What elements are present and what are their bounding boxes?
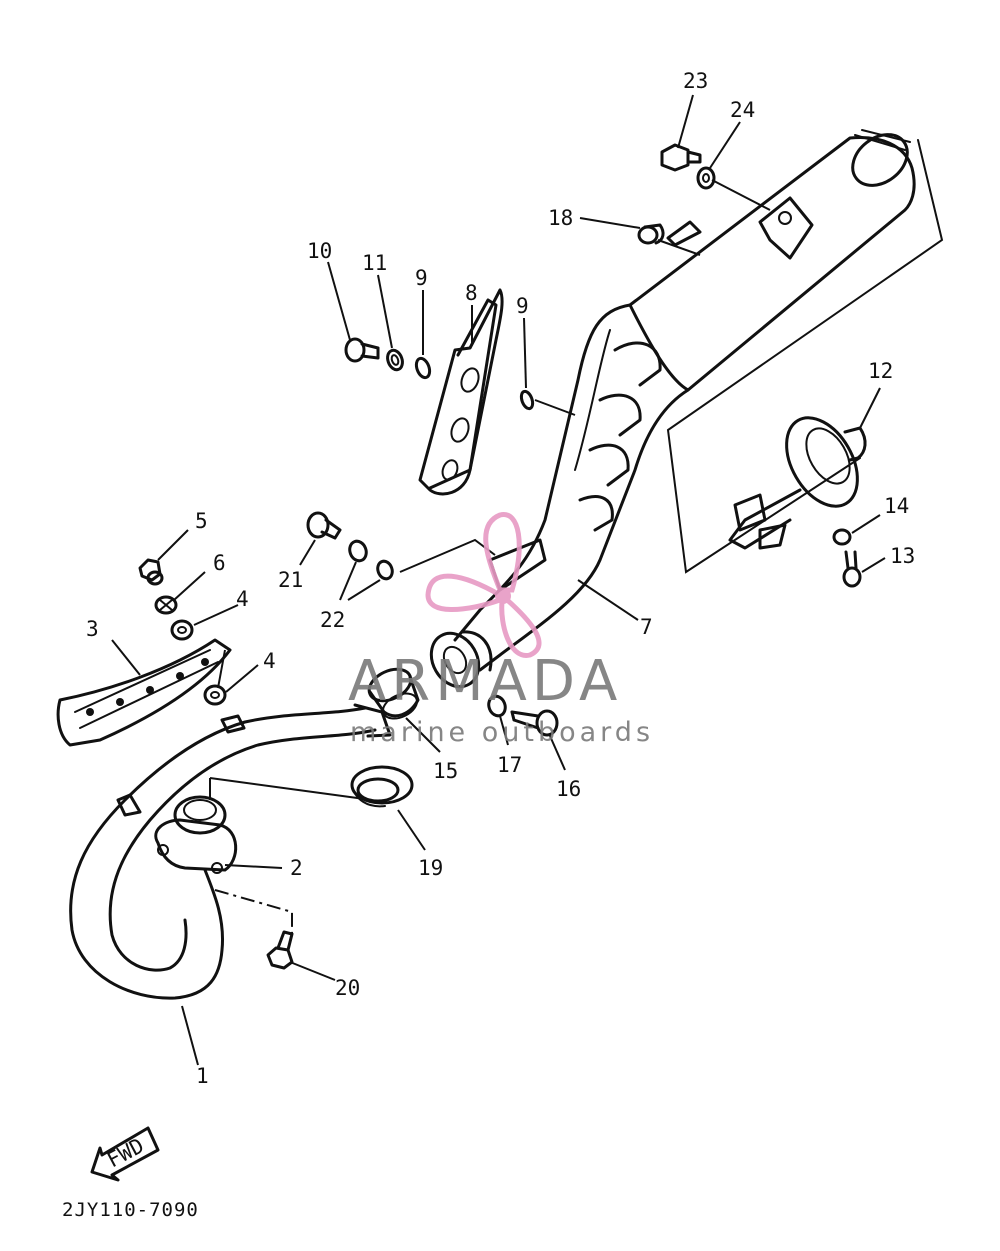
callout-18: 18 xyxy=(548,206,573,230)
assembly-frame xyxy=(666,139,944,574)
gasket-15 xyxy=(367,667,420,720)
callout-12: 12 xyxy=(868,359,893,383)
damper-4b xyxy=(203,684,227,706)
callout-9b: 9 xyxy=(516,294,529,318)
callout-13: 13 xyxy=(890,544,915,568)
callout-3: 3 xyxy=(86,617,99,641)
protector-8 xyxy=(418,288,504,496)
washer-11 xyxy=(386,348,404,372)
callout-19: 19 xyxy=(418,856,443,880)
link-line xyxy=(209,777,373,801)
damper-18 xyxy=(637,223,665,245)
nut-5 xyxy=(138,558,164,586)
callout-9a: 9 xyxy=(415,266,428,290)
callout-numbers: 1 2 3 4 4 5 6 7 8 9 9 10 11 12 13 14 15 … xyxy=(86,69,915,1088)
callout-10: 10 xyxy=(307,239,332,263)
callout-7: 7 xyxy=(640,615,653,639)
watermark-brand: ARMADA xyxy=(348,649,622,714)
bolt-16 xyxy=(510,709,559,737)
link-line xyxy=(214,889,293,935)
callout-6: 6 xyxy=(213,551,226,575)
bolt-20 xyxy=(266,930,294,970)
callout-17: 17 xyxy=(497,753,522,777)
bolt-21 xyxy=(306,511,342,540)
callout-5: 5 xyxy=(195,509,208,533)
callout-14: 14 xyxy=(884,494,909,518)
washer-22b xyxy=(376,559,394,581)
damper-4a xyxy=(170,619,194,641)
callout-23: 23 xyxy=(683,69,708,93)
washer-6 xyxy=(154,595,178,615)
callout-22: 22 xyxy=(320,608,345,632)
callout-8: 8 xyxy=(465,281,478,305)
bolt-23 xyxy=(660,143,702,172)
diagram-code: 2JY110-7090 xyxy=(62,1199,199,1221)
watermark-tagline: marine outboards xyxy=(350,717,654,748)
callout-20: 20 xyxy=(335,976,360,1000)
callout-21: 21 xyxy=(278,568,303,592)
collar-9a xyxy=(414,356,432,380)
callout-1: 1 xyxy=(196,1064,209,1088)
link-line xyxy=(534,399,576,416)
muffler xyxy=(628,129,916,392)
washer-17 xyxy=(487,694,507,718)
tail-pipe-12 xyxy=(728,416,867,550)
fwd-arrow: FWD xyxy=(90,1126,160,1182)
watermark: ARMADA marine outboards xyxy=(348,512,654,748)
link-line xyxy=(711,179,771,211)
callout-16: 16 xyxy=(556,777,581,801)
callout-11: 11 xyxy=(362,251,387,275)
callout-15: 15 xyxy=(433,759,458,783)
gasket-19 xyxy=(350,765,414,808)
callout-2: 2 xyxy=(290,856,303,880)
bolt-13 xyxy=(842,550,862,588)
collar-9b xyxy=(519,389,535,411)
link-line xyxy=(217,649,226,689)
link-line xyxy=(657,239,701,256)
callout-24: 24 xyxy=(730,98,755,122)
washer-22a xyxy=(348,539,368,563)
protector-3 xyxy=(56,638,232,747)
link-line xyxy=(399,538,496,573)
washer-14 xyxy=(832,528,852,546)
exhaust-pipe-1 xyxy=(69,703,392,1000)
callout-4a: 4 xyxy=(236,587,249,611)
bolt-10 xyxy=(344,337,380,363)
callout-4b: 4 xyxy=(263,649,276,673)
brand-logo xyxy=(425,512,542,658)
callout-leaders xyxy=(111,94,886,1066)
washer-24 xyxy=(696,166,716,190)
